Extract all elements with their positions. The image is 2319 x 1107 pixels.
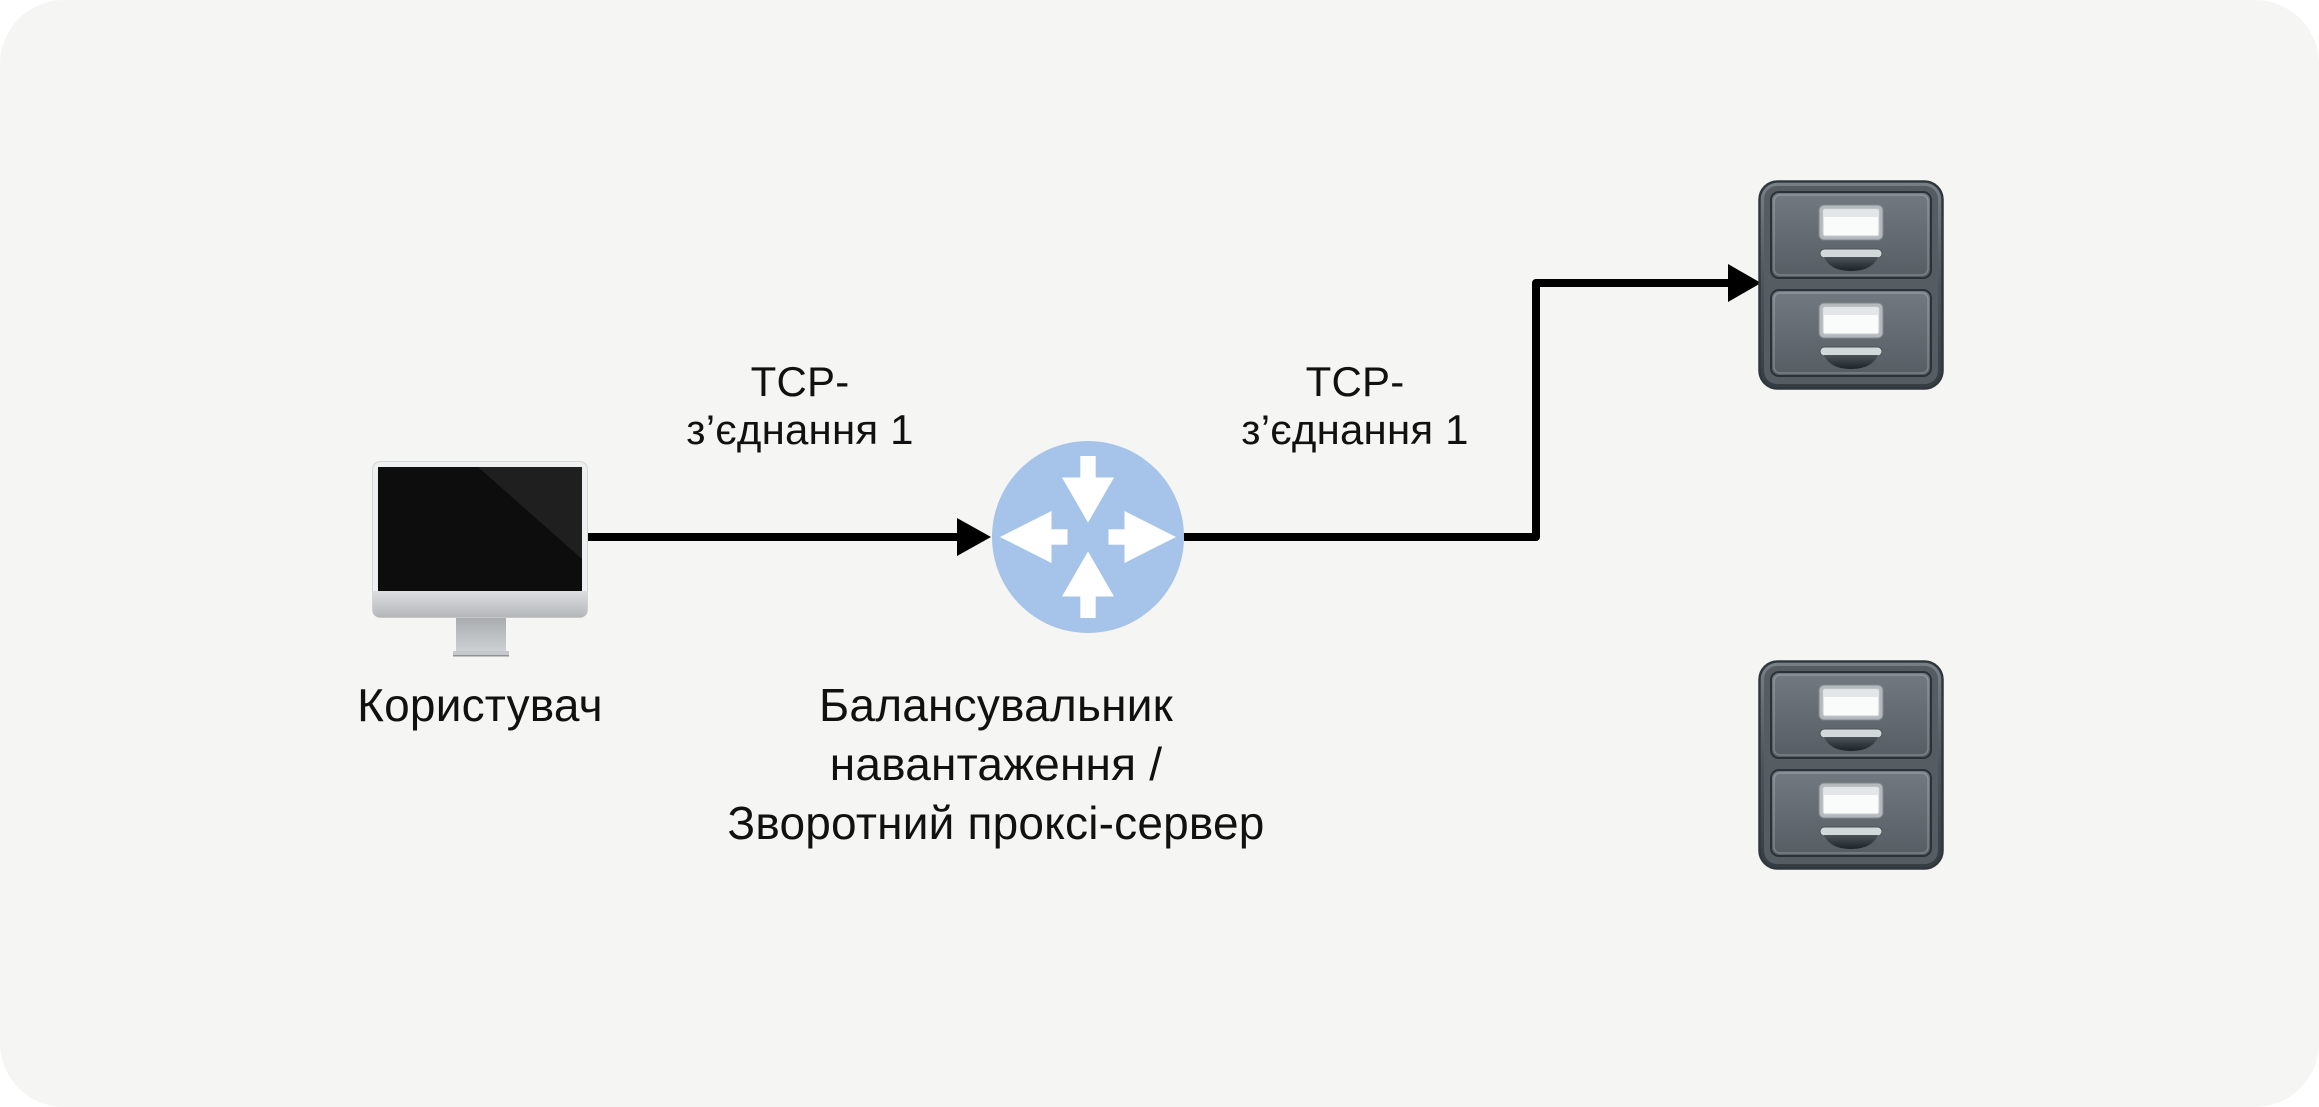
user-label: Користувач — [230, 676, 730, 735]
edge-lb-to-server-arrowhead — [1728, 264, 1761, 302]
load-balancer-label-line3: Зворотний проксі-сервер — [727, 797, 1265, 849]
edge-label-user-lb: TCP- з’єднання 1 — [615, 358, 985, 454]
load-balancer-circle — [992, 441, 1184, 633]
user-label-text: Користувач — [357, 679, 603, 731]
load-balancer-label-line1: Балансувальник — [819, 679, 1173, 731]
imac-computer-icon — [372, 461, 588, 657]
edge-lb-to-server-line — [1184, 279, 1728, 541]
edge-user-to-lb-arrowhead — [957, 518, 991, 556]
load-balancer-label-line2: навантаження / — [829, 738, 1163, 790]
load-balancer-arrows — [1000, 456, 1176, 618]
file-cabinet-icon — [1758, 180, 1944, 390]
edge-label-lb-server: TCP- з’єднання 1 — [1170, 358, 1540, 454]
load-balancer-label: Балансувальник навантаження / Зворотний … — [696, 676, 1296, 853]
edge-label-user-lb-line1: TCP- — [750, 358, 850, 405]
file-cabinet-icon — [1758, 660, 1944, 870]
edge-label-lb-server-line1: TCP- — [1305, 358, 1405, 405]
load-balancer-icon — [992, 441, 1184, 633]
edge-label-user-lb-line2: з’єднання 1 — [686, 406, 914, 453]
edge-label-lb-server-line2: з’єднання 1 — [1241, 406, 1469, 453]
